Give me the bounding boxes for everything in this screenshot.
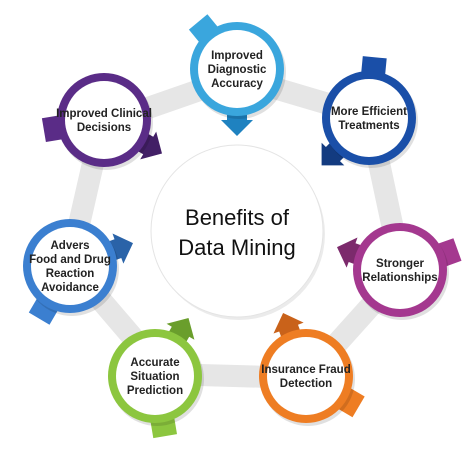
node-label-diagnostic-1: Diagnostic: [208, 64, 267, 76]
node-label-treatments-0: More Efficient: [331, 106, 407, 118]
node-label-relationships-1: Relationships: [362, 272, 437, 284]
node-label-clinical-0: Improved Clinical: [56, 108, 152, 120]
node-label-clinical-1: Decisions: [77, 122, 131, 134]
node-face-clinical: [65, 81, 143, 159]
center-circle: [150, 144, 324, 318]
node-face-diagnostic: [198, 30, 276, 108]
node-face-situation: [116, 337, 194, 415]
center-title-line1: Benefits of: [185, 205, 290, 230]
center-hub: Benefits of Data Mining: [150, 144, 325, 320]
node-face-treatments: [330, 79, 408, 157]
node-tail-adverse: [28, 295, 60, 325]
node-label-fraud-1: Detection: [280, 378, 332, 390]
node-face-fraud: [267, 337, 345, 415]
node-tail-diagnostic: [188, 14, 221, 46]
node-tail-fraud: [335, 386, 365, 418]
node-label-adverse-1: Food and Drug: [29, 254, 111, 266]
node-label-fraud-0: Insurance Fraud: [261, 364, 350, 376]
node-label-adverse-0: Advers: [51, 240, 90, 252]
node-label-adverse-3: Avoidance: [41, 282, 99, 294]
node-label-diagnostic-2: Accuracy: [211, 78, 263, 90]
node-label-relationships-0: Stronger: [376, 258, 424, 270]
node-label-treatments-1: Treatments: [338, 120, 399, 132]
center-title-line2: Data Mining: [178, 235, 295, 260]
node-face-adverse: [31, 227, 109, 305]
node-label-situation-2: Prediction: [127, 385, 183, 397]
node-label-situation-1: Situation: [130, 371, 179, 383]
node-label-diagnostic-0: Improved: [211, 50, 263, 62]
node-label-adverse-2: Reaction: [46, 268, 95, 280]
node-face-relationships: [361, 231, 439, 309]
node-label-situation-0: Accurate: [130, 357, 179, 369]
